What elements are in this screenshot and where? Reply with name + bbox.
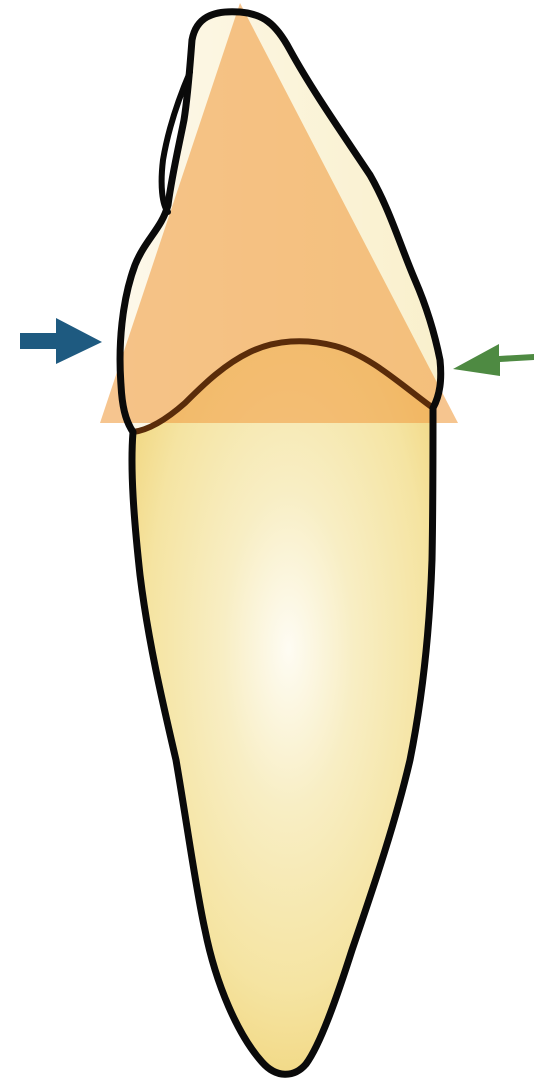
arrow-right-icon <box>20 318 102 364</box>
arrow-left-icon <box>453 344 534 376</box>
tooth-root <box>132 341 433 1074</box>
